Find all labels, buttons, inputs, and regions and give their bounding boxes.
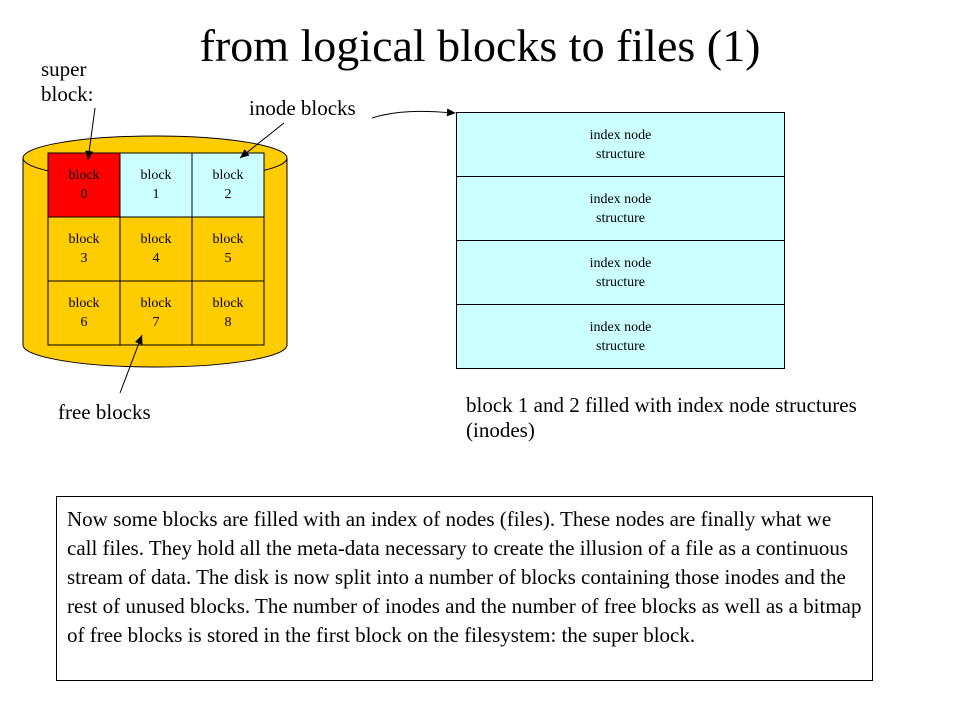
block-2-word: block [212, 168, 243, 183]
inode-divider [457, 176, 784, 177]
block-8: block 8 [191, 280, 265, 346]
block-4-number: 4 [153, 251, 160, 266]
block-6-number: 6 [81, 315, 88, 330]
inode-divider [457, 240, 784, 241]
block-5-number: 5 [225, 251, 232, 266]
inode-table-arrow [371, 110, 453, 119]
slide-title: from logical blocks to files (1) [199, 20, 761, 71]
inode-structure: index node structure [457, 305, 784, 369]
block-0-number: 0 [81, 187, 88, 202]
block-4: block 4 [119, 216, 193, 282]
block-3-number: 3 [81, 251, 88, 266]
block-1-cell [119, 152, 193, 218]
block-3-cell [47, 216, 121, 282]
block-6-word: block [68, 296, 99, 311]
arrows [85, 107, 456, 394]
block-0: block 0 [47, 152, 121, 218]
inode-structure: index node structure [457, 241, 784, 305]
free-blocks-label: free blocks [58, 400, 151, 424]
block-0-cell [47, 152, 121, 218]
block-5: block 5 [191, 216, 265, 282]
inode-sublabel: structure [596, 275, 645, 290]
inode-label: index node [589, 256, 652, 271]
block-8-cell [191, 280, 265, 346]
inode-block-arrow-head [240, 149, 250, 158]
inode-structure: index node structure [457, 113, 784, 177]
block-4-word: block [140, 232, 171, 247]
inode-structure: index node structure [457, 177, 784, 241]
super-block-label: super block: [41, 57, 94, 106]
block-6: block 6 [47, 280, 121, 346]
block-grid: block0block1block2block3block4block5bloc… [47, 152, 265, 346]
inode-sublabel: structure [596, 147, 645, 162]
block-8-number: 8 [225, 315, 232, 330]
inode-caption: block 1 and 2 filled with index node str… [466, 393, 857, 442]
inode-blocks-label: inode blocks [249, 96, 356, 120]
block-3: block 3 [47, 216, 121, 282]
block-5-word: block [212, 232, 243, 247]
block-1-number: 1 [153, 187, 160, 202]
inode-table-arrow-head [446, 108, 456, 117]
block-4-cell [119, 216, 193, 282]
inode-sublabel: structure [596, 339, 645, 354]
free-blocks-arrow-head [135, 335, 143, 345]
block-6-cell [47, 280, 121, 346]
inode-block-arrow [239, 122, 285, 159]
block-8-word: block [212, 296, 243, 311]
inode-label: index node [589, 128, 652, 143]
block-7-word: block [140, 296, 171, 311]
block-1-word: block [140, 168, 171, 183]
block-7: block 7 [119, 280, 193, 346]
block-3-word: block [68, 232, 99, 247]
block-7-cell [119, 280, 193, 346]
block-2-number: 2 [225, 187, 232, 202]
block-1: block 1 [119, 152, 193, 218]
inode-label: index node [589, 320, 652, 335]
block-0-word: block [68, 168, 99, 183]
inode-label: index node [589, 192, 652, 207]
inode-sublabel: structure [596, 211, 645, 226]
super-block-arrow-head [85, 150, 94, 160]
block-2: block 2 [191, 152, 265, 218]
inode-divider [457, 304, 784, 305]
free-blocks-arrow [119, 334, 143, 394]
block-7-number: 7 [153, 315, 160, 330]
block-2-cell [191, 152, 265, 218]
description-box: Now some blocks are filled with an index… [56, 496, 873, 681]
block-5-cell [191, 216, 265, 282]
